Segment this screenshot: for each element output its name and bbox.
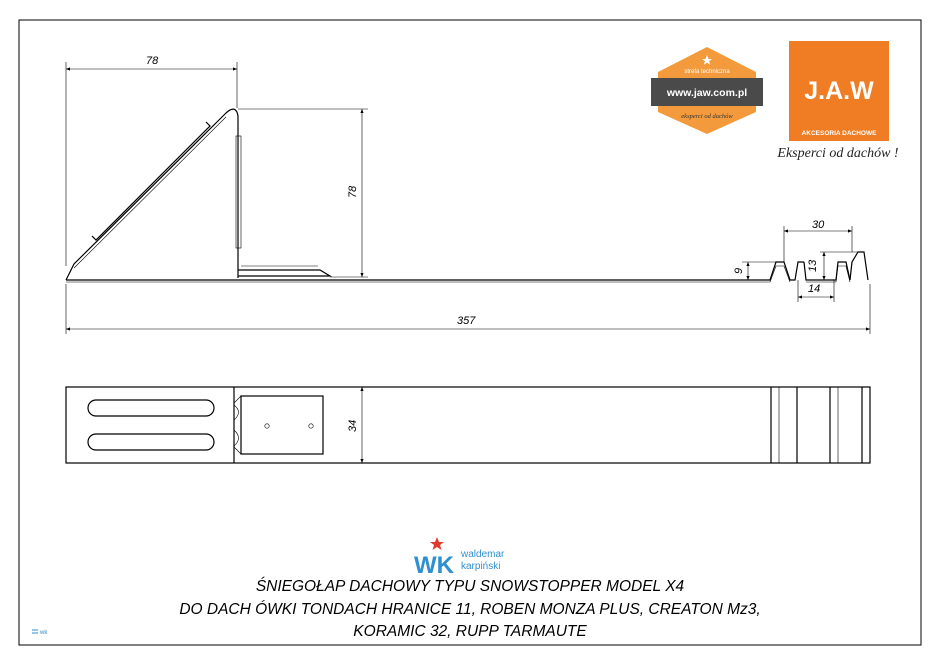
brand-name: J.A.W (804, 77, 874, 105)
dim-plan-width: 34 (347, 420, 359, 432)
author-last-name: karpiński (461, 561, 500, 572)
dim-profile-base: 14 (808, 283, 820, 295)
dim-total-length: 357 (457, 315, 476, 327)
slot-top (87, 399, 215, 417)
drawing-frame (18, 19, 922, 646)
dim-profile-depth: 9 (733, 268, 745, 274)
jaw-logo: J.A.W AKCESORIA DACHOWE (789, 41, 889, 141)
side-view (65, 108, 869, 283)
author-first-name: waldemar (460, 549, 505, 560)
dim-profile-width: 30 (812, 219, 825, 231)
title-line-3: KORAMIC 32, RUPP TARMAUTE (353, 623, 587, 640)
hole-left (264, 423, 270, 429)
brand-subtitle: AKCESORIA DACHOWE (802, 130, 878, 137)
mounting-plate (240, 395, 324, 455)
dimensions-side: 78 78 357 30 13 9 14 (65, 55, 871, 334)
corner-logo: wk (32, 629, 48, 636)
author-initials: WK (414, 552, 455, 579)
title-line-2: DO DACH ÓWKI TONDACH HRANICE 11, ROBEN M… (179, 601, 760, 618)
dimensions-plan: 34 (323, 386, 368, 464)
author-logo: WK waldemar karpiński (414, 537, 505, 579)
badge-header: strefa techniczna (684, 69, 730, 75)
slot-bottom (87, 433, 215, 451)
dim-height-bracket: 78 (347, 185, 359, 198)
brand-slogan: Eksperci od dachów ! (776, 146, 899, 161)
star-icon (702, 55, 712, 65)
author-star-icon (430, 537, 444, 550)
corner-logo-initials: wk (39, 630, 48, 636)
plan-view (65, 386, 871, 464)
title-block: ŚNIEGOŁAP DACHOWY TYPU SNOWSTOPPER MODEL… (179, 577, 760, 640)
dim-profile-height: 13 (807, 259, 819, 272)
hole-right (308, 423, 314, 429)
technical-badge: strefa techniczna www.jaw.com.pl eksperc… (651, 47, 763, 134)
badge-tagline: eksperci od dachów (681, 113, 733, 120)
dim-width-bracket: 78 (146, 55, 159, 67)
title-line-1: ŚNIEGOŁAP DACHOWY TYPU SNOWSTOPPER MODEL… (256, 577, 685, 595)
badge-url: www.jaw.com.pl (666, 87, 747, 99)
